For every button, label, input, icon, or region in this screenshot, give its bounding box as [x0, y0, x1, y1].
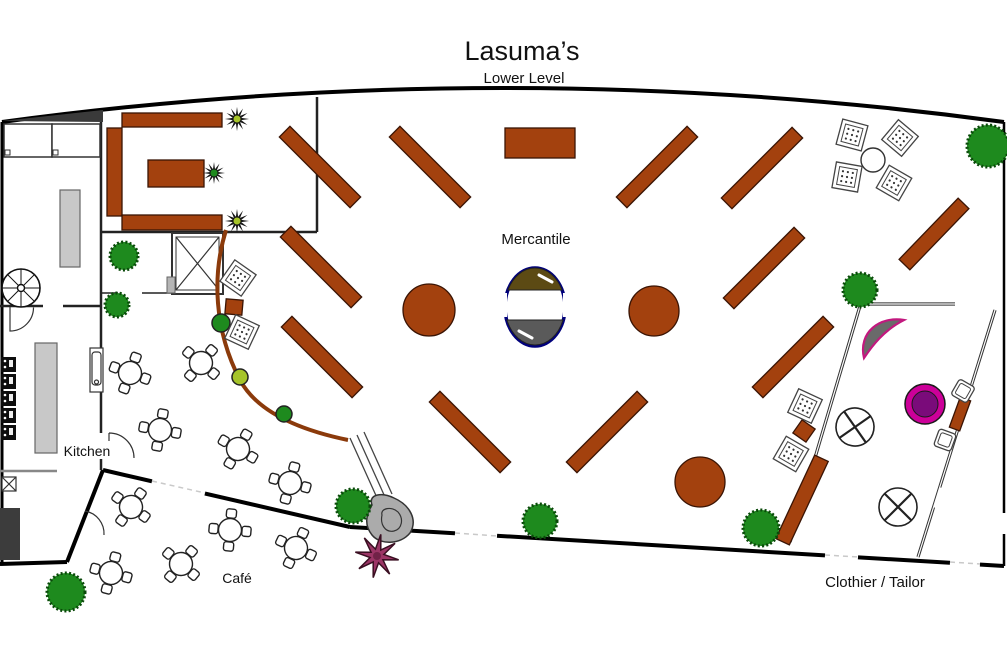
- landscape-features: [211, 229, 414, 543]
- kitchen-upper-door: [9, 307, 35, 332]
- bush: [741, 508, 781, 548]
- kitchen-corner-wall: [65, 469, 105, 563]
- seating-ottomans: [219, 118, 976, 473]
- cafe-table: [206, 506, 254, 554]
- top-wall: [1, 86, 1005, 124]
- shelf: [898, 197, 970, 271]
- shelf: [615, 125, 699, 209]
- display-table: [147, 159, 205, 188]
- planter-bush: [211, 313, 231, 333]
- ottoman: [835, 118, 869, 152]
- boulder-detail: [380, 507, 403, 532]
- shelf: [751, 315, 835, 399]
- bush: [334, 487, 372, 525]
- round-display-table: [628, 285, 680, 337]
- page-subtitle: Lower Level: [484, 70, 565, 87]
- ottoman: [772, 435, 810, 473]
- room-label-mercantile: Mercantile: [501, 231, 570, 248]
- display-cube: [224, 298, 244, 316]
- elevator: [166, 232, 224, 295]
- revolving-display: [498, 266, 573, 348]
- flower-center: [373, 552, 381, 560]
- cafe-table: [134, 404, 186, 456]
- shelf: [722, 226, 806, 310]
- bush: [965, 123, 1007, 169]
- shelf: [428, 390, 512, 474]
- display-table: [504, 127, 576, 159]
- bush: [45, 571, 87, 613]
- room-label-kitchen: Kitchen: [64, 443, 111, 459]
- round-rack: [831, 403, 879, 451]
- shelf: [121, 112, 223, 128]
- cafe-table: [101, 477, 161, 537]
- bush: [841, 271, 879, 309]
- shelf: [565, 390, 649, 474]
- shelf: [279, 225, 363, 309]
- shelf: [280, 315, 364, 399]
- shelf: [278, 125, 362, 209]
- service-block: [0, 508, 20, 560]
- circular-garment-rack-center: [911, 390, 939, 418]
- cafe-diagonal-wall: [102, 468, 351, 529]
- spiral-staircase: [1, 268, 41, 308]
- cafe-table: [267, 519, 325, 577]
- shelf: [106, 127, 123, 217]
- wall-wedge: [2, 110, 103, 122]
- ottoman: [831, 161, 863, 193]
- shelf: [720, 126, 804, 210]
- display-cube: [791, 418, 817, 444]
- round-display-table: [674, 456, 726, 508]
- crescent-chaise: [861, 318, 908, 361]
- cafe-table: [208, 419, 268, 479]
- plants: [45, 106, 1007, 613]
- cafe-tables: [84, 332, 325, 600]
- room-label-cafe: Café: [222, 570, 252, 586]
- counters: [34, 189, 81, 454]
- bush: [103, 291, 131, 319]
- kitchen-bottom-wall: [0, 560, 68, 566]
- range-stoves: [1, 357, 16, 440]
- boulder: [366, 493, 414, 543]
- kitchen-fixtures: [0, 123, 224, 560]
- bottom-wall: [349, 525, 1005, 568]
- cafe-table: [263, 456, 317, 510]
- patio-door: [84, 510, 105, 536]
- stream-lines: [349, 431, 393, 501]
- bush: [108, 240, 140, 272]
- round-side-table: [860, 147, 886, 173]
- cafe-table: [84, 546, 138, 600]
- shelf: [774, 454, 830, 546]
- cafe-table: [170, 332, 232, 394]
- page-title: Lasuma’s: [464, 36, 579, 66]
- kitchen-island: [34, 342, 58, 454]
- planter-bush: [231, 368, 249, 386]
- shelf: [388, 125, 472, 209]
- planter-bush: [275, 405, 293, 423]
- label-backing: [58, 441, 116, 459]
- round-display-table: [402, 283, 456, 337]
- ottoman: [881, 119, 919, 157]
- ottoman: [787, 388, 823, 424]
- ottoman: [875, 164, 913, 202]
- round-rack: [877, 486, 919, 528]
- cafe-table: [102, 345, 158, 401]
- counter: [59, 189, 81, 268]
- wall-openings: [151, 477, 1007, 568]
- room-label-clothier: Clothier / Tailor: [825, 574, 925, 591]
- clothier-fixtures: [831, 318, 946, 528]
- ottoman: [219, 259, 257, 297]
- bush: [521, 502, 559, 540]
- sink: [89, 347, 104, 393]
- revolving-leaf-bottom: [506, 319, 564, 346]
- labels: Lasuma’s Lower Level Mercantile Kitchen …: [58, 36, 925, 591]
- mercantile-shelving: [106, 112, 972, 546]
- shelf: [121, 214, 223, 231]
- wall-cabinets: [3, 123, 101, 158]
- prep-box: [1, 476, 17, 492]
- cafe-table: [150, 533, 212, 595]
- revolving-leaf-top: [507, 267, 563, 291]
